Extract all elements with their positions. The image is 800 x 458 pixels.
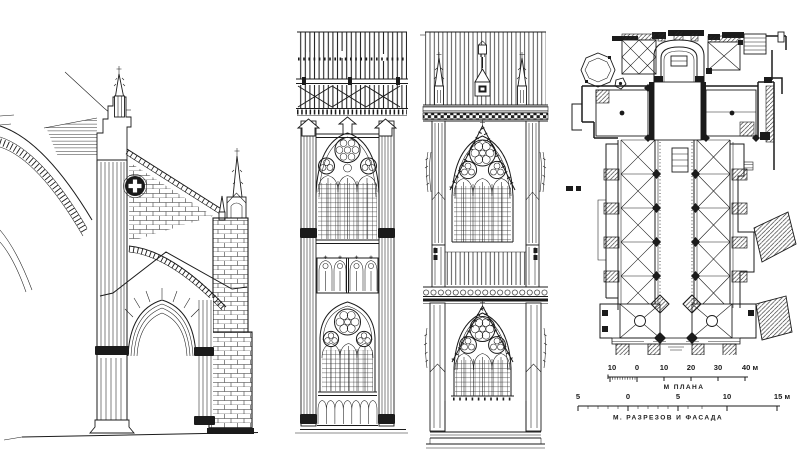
- parapet-pinnacle-right: [516, 52, 528, 106]
- sections-scale-tick-1: 0: [626, 392, 630, 401]
- exterior-bay-elevation-drawing: [420, 31, 549, 449]
- sections-scale-tick-0: 5: [576, 392, 581, 401]
- west-front-buttresses: [615, 343, 737, 355]
- plan-scale-bar: 10 0 10 20 30 40 м М ПЛАНА: [607, 363, 759, 391]
- floor-plan-drawing: [566, 30, 797, 355]
- sections-scale-end: 15 м: [774, 392, 791, 401]
- plan-scale-tick-3: 20: [687, 363, 695, 372]
- buttress-section-drawing: [0, 66, 259, 441]
- south-porch-roof: [753, 211, 797, 263]
- interior-bay-elevation-drawing: [295, 31, 408, 434]
- sections-scale-tick-2: 5: [676, 392, 681, 401]
- plan-scale-tick-0: 10: [608, 363, 616, 372]
- callout-line: [64, 71, 111, 114]
- plan-scale-tick-2: 10: [660, 363, 668, 372]
- plan-scale-tick-1: 0: [635, 363, 639, 372]
- plan-scale-caption: М ПЛАНА: [664, 384, 705, 391]
- sections-scale-tick-3: 10: [723, 392, 731, 401]
- sections-scale-bar: 5 0 5 10 15 м М. РАЗРЕЗОВ И ФАСАДА: [576, 392, 791, 422]
- scale-bars: 10 0 10 20 30 40 м М ПЛАНА 5 0 5 10 15 м…: [576, 363, 791, 422]
- stair-room: [743, 33, 767, 55]
- nave-piers: [652, 169, 700, 281]
- plan-scale-tick-4: 30: [714, 363, 722, 372]
- apse-wall: [653, 39, 705, 82]
- sections-scale-caption: М. РАЗРЕЗОВ И ФАСАДА: [613, 415, 723, 422]
- nave-bay-lines: [620, 139, 731, 311]
- parapet-pinnacle-left: [433, 52, 445, 106]
- nave-buttresses: [603, 168, 748, 283]
- plan-scale-end: 40 м: [742, 363, 759, 372]
